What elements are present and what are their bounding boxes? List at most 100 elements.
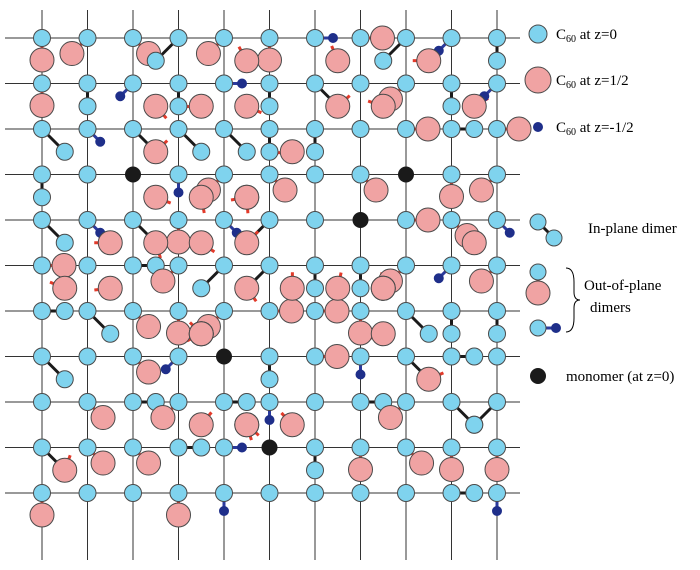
c60-z-minus-half-molecule	[219, 506, 229, 516]
c60-z0-molecule	[260, 370, 279, 389]
c60-z-half-molecule	[52, 457, 78, 483]
c60-z0-molecule	[33, 120, 51, 138]
c60-z0-molecule	[215, 438, 233, 457]
c60-z0-molecule	[351, 165, 370, 184]
c60-z0-molecule	[78, 29, 97, 47]
c60-z-half-molecule	[234, 184, 260, 210]
c60-z0-molecule	[306, 142, 324, 161]
c60-z-half-molecule	[90, 405, 116, 431]
c60-z-half-molecule	[234, 93, 260, 119]
c60-z0-molecule	[124, 484, 142, 502]
monomer-molecule	[216, 348, 232, 365]
c60-z-half-molecule	[279, 275, 305, 301]
c60-z-half-molecule	[348, 320, 373, 346]
c60-z0-molecule	[260, 393, 279, 411]
c60-z0-molecule	[260, 347, 279, 366]
c60-z-half-molecule	[150, 268, 176, 294]
c60-z0-molecule	[169, 29, 188, 47]
c60-z0-molecule	[306, 211, 324, 229]
c60-z0-molecule	[260, 302, 279, 320]
c60-z0-molecule	[397, 484, 415, 502]
c60-z0-molecule	[78, 438, 97, 457]
c60-z0-molecule	[33, 393, 51, 411]
c60-z-minus-half-molecule	[95, 136, 106, 147]
c60-z0-molecule	[260, 74, 279, 93]
c60-z0-molecule	[442, 393, 461, 411]
legend-item-z0: C60 at z=0	[528, 24, 617, 45]
c60-z0-molecule	[442, 120, 461, 138]
c60-z0-molecule	[169, 120, 188, 138]
c60-z-half-molecule	[150, 405, 176, 431]
legend-swatch-z-half	[524, 66, 552, 94]
c60-z0-molecule	[442, 211, 461, 229]
c60-z0-molecule	[55, 233, 74, 252]
c60-z0-molecule	[260, 142, 279, 161]
legend-in-plane-ball-a	[529, 213, 547, 231]
c60-z0-molecule	[397, 256, 415, 275]
c60-z0-molecule	[442, 484, 461, 502]
legend-item-z-minus-half: C60 at z=-1/2	[533, 120, 634, 138]
c60-z0-molecule	[306, 461, 324, 480]
c60-z0-molecule	[351, 74, 370, 93]
c60-z0-molecule	[306, 484, 324, 502]
c60-z-half-molecule	[279, 139, 305, 165]
c60-z-half-molecule	[439, 457, 464, 482]
monomer-molecule	[261, 439, 278, 456]
c60-z0-molecule	[78, 256, 97, 275]
c60-z0-molecule	[419, 324, 438, 343]
c60-z0-molecule	[33, 256, 51, 275]
c60-z0-molecule	[169, 211, 188, 229]
c60-z-half-molecule	[484, 457, 510, 482]
c60-z-half-molecule	[272, 177, 298, 203]
c60-z-half-molecule	[188, 230, 214, 256]
c60-z0-molecule	[78, 211, 97, 229]
c60-z-half-molecule	[409, 450, 435, 476]
c60-z0-molecule	[33, 347, 51, 366]
c60-z-half-molecule	[188, 412, 214, 438]
c60-molecules	[29, 25, 532, 528]
c60-z-half-molecule	[416, 48, 442, 74]
c60-z0-molecule	[101, 324, 120, 343]
c60-z0-molecule	[306, 393, 324, 411]
c60-z-half-molecule	[279, 298, 304, 324]
c60-z-half-molecule	[29, 93, 55, 118]
c60-z-half-molecule	[143, 230, 169, 256]
c60-z-half-molecule	[166, 502, 191, 528]
c60-z0-molecule	[260, 211, 279, 229]
c60-z-half-molecule	[195, 41, 221, 67]
c60-z0-molecule	[351, 279, 370, 298]
c60-z0-molecule	[306, 29, 324, 47]
c60-z0-molecule	[488, 484, 506, 502]
c60-z-half-molecule	[324, 344, 350, 369]
c60-z-half-molecule	[97, 275, 123, 301]
c60-z-half-molecule	[29, 47, 55, 73]
c60-z0-molecule	[169, 165, 188, 184]
c60-z0-molecule	[306, 256, 324, 275]
legend-item-out-of-plane: Out-of-plane dimers	[525, 263, 662, 337]
c60-z-half-molecule	[415, 207, 441, 233]
c60-z-half-molecule	[370, 93, 396, 119]
c60-z0-molecule	[397, 74, 415, 93]
c60-z-minus-half-molecule	[264, 415, 275, 425]
c60-z-minus-half-molecule	[173, 187, 184, 198]
c60-z0-molecule	[33, 211, 51, 229]
legend-brace	[565, 267, 581, 333]
c60-z-half-molecule	[136, 314, 162, 340]
c60-z-half-molecule	[461, 230, 487, 256]
c60-z0-molecule	[488, 393, 506, 411]
c60-z0-molecule	[397, 29, 415, 47]
c60-z0-molecule	[260, 29, 279, 47]
c60-z0-molecule	[169, 438, 188, 457]
c60-z0-molecule	[488, 29, 506, 47]
c60-z0-molecule	[306, 347, 324, 366]
c60-z0-molecule	[465, 120, 484, 138]
c60-z-half-molecule	[506, 116, 532, 142]
c60-z0-molecule	[351, 120, 370, 138]
c60-z0-molecule	[124, 29, 142, 47]
c60-z0-molecule	[306, 279, 324, 298]
c60-z-half-molecule	[461, 93, 487, 119]
legend-swatch-z-minus-half	[533, 122, 543, 132]
legend-out-plane-ball-a2	[525, 280, 551, 306]
c60-z0-molecule	[124, 393, 142, 411]
legend-in-plane-ball-b	[545, 229, 563, 247]
